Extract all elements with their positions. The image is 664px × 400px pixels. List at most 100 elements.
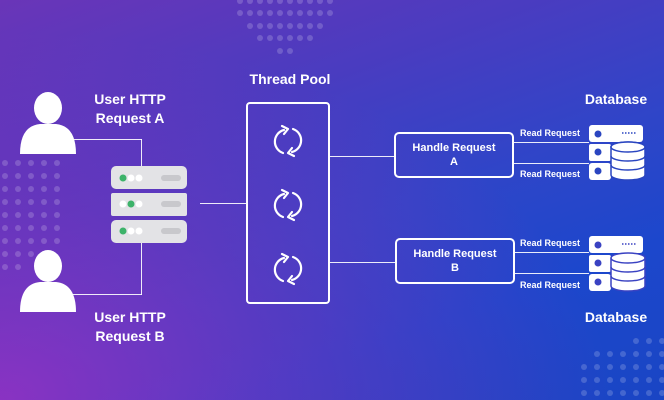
read-request-label: Read Request [520, 128, 581, 138]
decorative-dot [594, 364, 600, 370]
decorative-dot [620, 377, 626, 383]
decorative-dot [267, 10, 273, 16]
handle-request-a-box: Handle Request A [394, 132, 514, 178]
connector-user-a-down [141, 139, 142, 166]
decorative-dot [317, 10, 323, 16]
decorative-dot [594, 377, 600, 383]
connector-read-b1 [513, 252, 589, 253]
decorative-dot [2, 225, 8, 231]
decorative-dot [633, 338, 639, 344]
decorative-dot [28, 199, 34, 205]
thread-pool-title: Thread Pool [249, 71, 331, 87]
database-icon [589, 125, 646, 181]
refresh-icon [273, 188, 303, 222]
decorative-dot [54, 199, 60, 205]
handle-a-line2: A [450, 156, 458, 168]
decorative-dot [15, 251, 21, 257]
database-icon [589, 236, 646, 292]
decorative-dot [297, 35, 303, 41]
user-icon [20, 250, 76, 312]
decorative-dot [41, 173, 47, 179]
decorative-dot [41, 212, 47, 218]
connector-read-a2 [513, 163, 589, 164]
handle-b-line1: Handle Request [413, 248, 497, 260]
decorative-dot [277, 0, 283, 4]
decorative-dot [267, 23, 273, 29]
decorative-dot [659, 377, 664, 383]
decorative-dot [257, 0, 263, 4]
decorative-dot [54, 238, 60, 244]
handle-b-line2: B [451, 262, 459, 274]
decorative-dot [646, 351, 652, 357]
refresh-icon [273, 252, 303, 286]
decorative-dot [620, 390, 626, 396]
decorative-dot [2, 238, 8, 244]
connector-read-a1 [513, 142, 589, 143]
decorative-dot [28, 173, 34, 179]
connector-user-b [70, 294, 142, 295]
decorative-dot [28, 225, 34, 231]
decorative-dot [659, 390, 664, 396]
decorative-dot [633, 364, 639, 370]
connector-read-b2 [513, 273, 589, 274]
thread-pool-box [246, 102, 330, 304]
connector-pool-handler-b [329, 262, 396, 263]
decorative-dot [2, 173, 8, 179]
decorative-dot [287, 48, 293, 54]
decorative-dot [607, 390, 613, 396]
decorative-dot [15, 173, 21, 179]
decorative-dot [54, 160, 60, 166]
handle-a-line1: Handle Request [412, 142, 496, 154]
connector-user-b-up [141, 242, 142, 295]
decorative-dot [607, 377, 613, 383]
decorative-dot [41, 238, 47, 244]
decorative-dot [2, 199, 8, 205]
decorative-dot [15, 160, 21, 166]
decorative-dot [307, 10, 313, 16]
decorative-dot [247, 23, 253, 29]
decorative-dot [15, 225, 21, 231]
decorative-dot [297, 23, 303, 29]
decorative-dot [267, 35, 273, 41]
decorative-dot [257, 10, 263, 16]
decorative-dot [247, 10, 253, 16]
decorative-dot [237, 10, 243, 16]
decorative-dot [633, 377, 639, 383]
decorative-dot [28, 238, 34, 244]
database-b-title: Database [584, 309, 648, 325]
server-icon [111, 166, 187, 243]
decorative-dot [41, 186, 47, 192]
decorative-dot [287, 10, 293, 16]
decorative-dot [15, 186, 21, 192]
decorative-dot [317, 0, 323, 4]
decorative-dot [581, 364, 587, 370]
user-a-line2: Request A [95, 110, 165, 126]
decorative-dot [2, 251, 8, 257]
decorative-dot [297, 10, 303, 16]
decorative-dot [2, 160, 8, 166]
decorative-dot [257, 23, 263, 29]
decorative-dot [54, 225, 60, 231]
decorative-dot [307, 23, 313, 29]
decorative-dot [15, 212, 21, 218]
decorative-dot [327, 10, 333, 16]
decorative-dot [646, 364, 652, 370]
decorative-dot [277, 35, 283, 41]
decorative-dot [2, 264, 8, 270]
decorative-dot [277, 48, 283, 54]
decorative-dot [15, 238, 21, 244]
decorative-dot [646, 390, 652, 396]
user-icon [20, 92, 76, 154]
decorative-dot [2, 186, 8, 192]
decorative-dot [581, 377, 587, 383]
decorative-dot [28, 186, 34, 192]
decorative-dot [297, 0, 303, 4]
decorative-dot [307, 0, 313, 4]
decorative-dot [28, 160, 34, 166]
decorative-dot [247, 0, 253, 4]
user-b-line1: User HTTP [94, 309, 166, 325]
user-b-line2: Request B [95, 328, 165, 344]
decorative-dot [659, 338, 664, 344]
decorative-dot [15, 264, 21, 270]
